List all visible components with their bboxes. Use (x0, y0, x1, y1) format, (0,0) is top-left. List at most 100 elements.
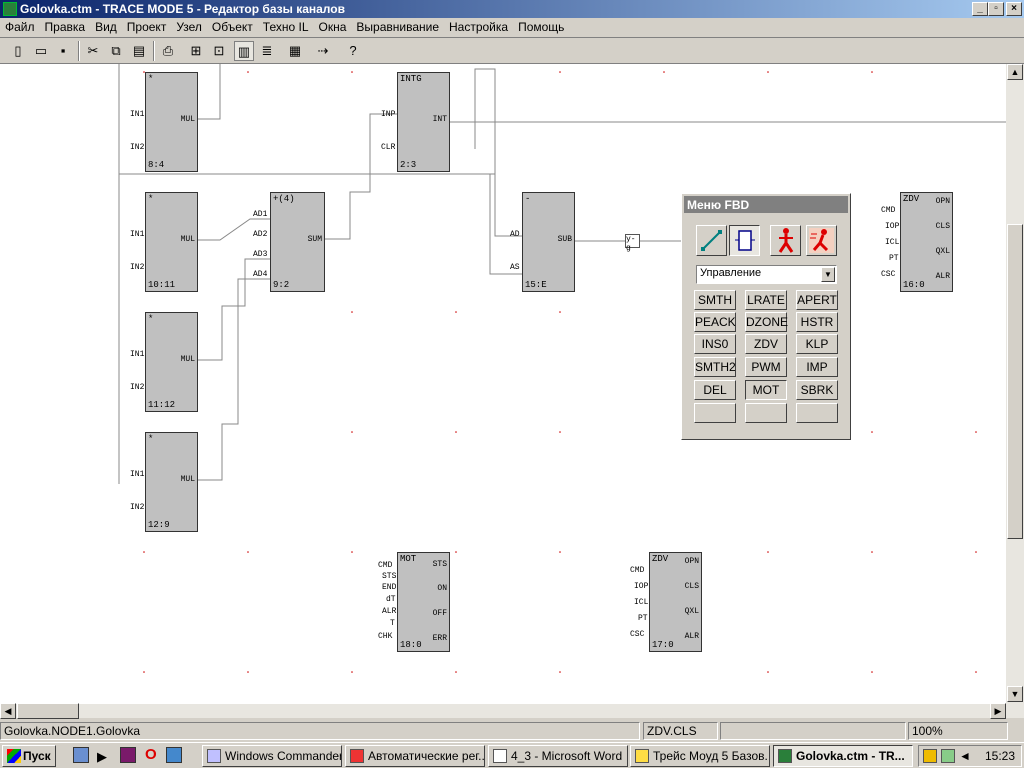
close-button[interactable]: × (1006, 2, 1022, 16)
copy-icon[interactable]: ⧉ (111, 43, 121, 58)
horizontal-scroll-thumb[interactable] (17, 703, 79, 719)
fbd-menu-panel[interactable]: Меню FBD Управление ▼ SMTH LRATE APERT P… (681, 193, 851, 440)
menu-windows[interactable]: Окна (318, 20, 347, 34)
scroll-right-icon[interactable]: ▶ (990, 703, 1006, 719)
task-word[interactable]: 4_3 - Microsoft Word (488, 745, 628, 767)
fbd-btn-smth2[interactable]: SMTH2 (694, 357, 736, 377)
pin-label: CLR (381, 143, 396, 152)
word-icon (493, 749, 507, 763)
fbd-btn-klp[interactable]: KLP (796, 334, 838, 354)
fbd-block-intg-2-3[interactable]: INTG INT 2:3 (397, 72, 450, 172)
start-button[interactable]: Пуск (2, 745, 56, 767)
paste-icon[interactable]: ▤ (132, 43, 146, 58)
fbd-btn-smth[interactable]: SMTH (694, 290, 736, 310)
fbd-block-zdv-17-0[interactable]: ZDV CMD IOP ICL PT CSC OPN CLS QXL ALR 1… (630, 552, 702, 652)
fbd-btn-zdv[interactable]: ZDV (745, 334, 787, 354)
help-icon[interactable]: ? (349, 43, 357, 58)
fbd-btn-lrate[interactable]: LRATE (745, 290, 787, 310)
link-tool-icon[interactable] (696, 225, 727, 256)
fbd-block-mul-8-4[interactable]: * MUL 8:4 (145, 72, 198, 172)
save-icon[interactable]: ▪ (60, 43, 66, 58)
exit-man-icon[interactable] (806, 225, 837, 256)
vertical-scroll-thumb[interactable] (1007, 224, 1023, 539)
maximize-button[interactable]: ▫ (988, 2, 1004, 16)
play-icon[interactable]: ▶ (97, 749, 107, 764)
run-icon[interactable]: ⇢ (317, 43, 329, 58)
status-bar: Golovka.NODE1.Golovka ZDV.CLS 100% (0, 720, 1024, 742)
task-golovka[interactable]: Golovka.ctm - TR... (773, 745, 913, 767)
menu-node[interactable]: Узел (176, 20, 202, 34)
opera-icon[interactable]: O (145, 746, 157, 763)
fbd-btn-empty[interactable] (745, 403, 787, 423)
pin-label: IN2 (130, 143, 145, 152)
refresh-icon[interactable] (166, 747, 182, 763)
menu-file[interactable]: Файл (5, 20, 35, 34)
task-browser[interactable]: Автоматические рег... (345, 745, 485, 767)
block-tool-icon[interactable] (729, 225, 760, 256)
menu-help[interactable]: Помощь (518, 20, 565, 34)
tray-app-icon[interactable] (941, 749, 955, 763)
scroll-down-icon[interactable]: ▼ (1007, 686, 1023, 702)
signal-label[interactable]: y-g (625, 234, 640, 253)
menu-align[interactable]: Выравнивание (356, 20, 439, 34)
fbd-block-mul-10-11[interactable]: * MUL 10:11 (145, 192, 198, 292)
fbd-btn-dzone[interactable]: DZONE (745, 312, 788, 332)
clock: 15:23 (985, 749, 1016, 763)
menu-view[interactable]: Вид (95, 20, 117, 34)
pin-label: IN1 (130, 470, 145, 479)
vertical-scrollbar[interactable]: ▲ ▼ (1006, 64, 1024, 718)
save-quick-icon[interactable] (120, 747, 136, 763)
open-icon[interactable]: ▭ (34, 43, 48, 58)
fbd-btn-empty[interactable] (796, 403, 838, 423)
fbd-block-mot-18-0[interactable]: MOT CMD STS END dT ALR T CHK STS ON OFF … (378, 552, 450, 652)
menu-object[interactable]: Объект (211, 20, 253, 34)
status-field: ZDV.CLS (643, 722, 718, 740)
channel-icon[interactable]: ▥ (234, 41, 254, 61)
fbd-btn-mot[interactable]: MOT (745, 380, 787, 400)
fbd-block-sub-15-e[interactable]: - AD AS SUB 15:E (510, 192, 575, 292)
horizontal-scrollbar[interactable]: ◀ ▶ (0, 703, 1006, 719)
cut-icon[interactable]: ✂ (87, 43, 99, 58)
menu-project[interactable]: Проект (126, 20, 167, 34)
tray-network-icon[interactable] (923, 749, 937, 763)
menu-edit[interactable]: Правка (44, 20, 86, 34)
fbd-btn-ins0[interactable]: INS0 (694, 334, 736, 354)
minimize-button[interactable]: _ (972, 2, 988, 16)
task-trace-mode-docs[interactable]: Трейс Моуд 5 Базов... (630, 745, 770, 767)
app-icon (3, 2, 17, 16)
pin-label: INP (381, 110, 396, 119)
scroll-up-icon[interactable]: ▲ (1007, 64, 1023, 80)
run-man-icon[interactable] (770, 225, 801, 256)
task-windows-commander[interactable]: Windows Commander ... (202, 745, 342, 767)
fbd-block-mul-11-12[interactable]: * MUL 11:12 (145, 312, 198, 412)
fbd-btn-apert[interactable]: APERT (796, 290, 838, 310)
new-icon[interactable]: ▯ (14, 43, 22, 58)
pin-label: IN2 (130, 263, 145, 272)
grid-icon[interactable]: ▦ (288, 43, 302, 58)
fbd-menu-title[interactable]: Меню FBD (684, 196, 848, 213)
fbd-btn-sbrk[interactable]: SBRK (796, 380, 838, 400)
tree-icon[interactable]: ⊞ (190, 43, 202, 58)
category-select[interactable]: Управление ▼ (696, 265, 837, 284)
fbd-block-zdv-16-0[interactable]: ZDV CMD IOP ICL PT CSC OPN CLS QXL ALR 1… (881, 192, 953, 292)
fbd-btn-hstr[interactable]: HSTR (796, 312, 838, 332)
fbd-btn-imp[interactable]: IMP (796, 357, 838, 377)
fbd-block-mul-12-9[interactable]: * MUL 12:9 (145, 432, 198, 532)
menu-settings[interactable]: Настройка (449, 20, 509, 34)
desktop-icon[interactable] (73, 747, 89, 763)
volume-icon[interactable]: ◄ (959, 749, 971, 763)
network-icon[interactable]: ⊡ (213, 43, 225, 58)
fbd-btn-empty[interactable] (694, 403, 736, 423)
fbd-btn-pwm[interactable]: PWM (745, 357, 787, 377)
menu-techno-il[interactable]: Техно IL (262, 20, 309, 34)
print-icon[interactable]: ⎙ (162, 43, 174, 58)
list-icon[interactable]: ≣ (261, 43, 273, 58)
fbd-block-sum-9-2[interactable]: +(4) AD1 AD2 AD3 AD4 SUM 9:2 (253, 192, 325, 292)
taskbar: Пуск ▶ O Windows Commander ... Автоматич… (0, 742, 1024, 768)
scroll-left-icon[interactable]: ◀ (0, 703, 16, 719)
fbd-canvas[interactable]: * MUL 8:4 IN1 IN2 INTG INT 2:3 INP CLR *… (0, 64, 1006, 704)
chevron-down-icon[interactable]: ▼ (821, 267, 835, 282)
fbd-btn-del[interactable]: DEL (694, 380, 736, 400)
pin-label: IN1 (130, 110, 145, 119)
fbd-btn-peack[interactable]: PEACK (694, 312, 736, 332)
